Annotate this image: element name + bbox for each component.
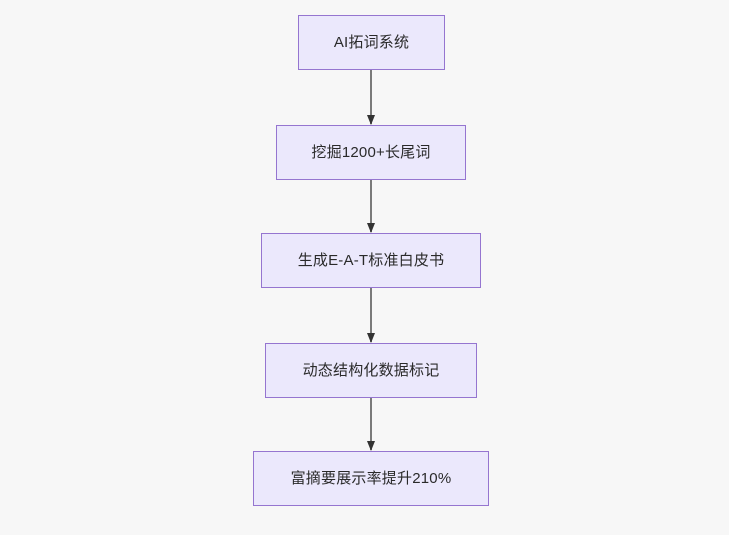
flow-node-label: 动态结构化数据标记 <box>302 362 440 379</box>
flow-node-label: 富摘要展示率提升210% <box>290 470 452 487</box>
flow-node-dynamic-structured-data-markup[interactable]: 动态结构化数据标记 <box>265 343 477 398</box>
flow-node-rich-snippet-rate-increase[interactable]: 富摘要展示率提升210% <box>253 451 489 506</box>
flow-node-generate-eat-whitepaper[interactable]: 生成E-A-T标准白皮书 <box>261 233 481 288</box>
flow-node-mine-longtail-keywords[interactable]: 挖掘1200+长尾词 <box>276 125 466 180</box>
flow-node-label: 生成E-A-T标准白皮书 <box>297 252 445 269</box>
flow-node-ai-keyword-system[interactable]: AI拓词系统 <box>298 15 445 70</box>
flow-node-label: 挖掘1200+长尾词 <box>311 144 431 161</box>
flow-node-label: AI拓词系统 <box>333 34 410 51</box>
